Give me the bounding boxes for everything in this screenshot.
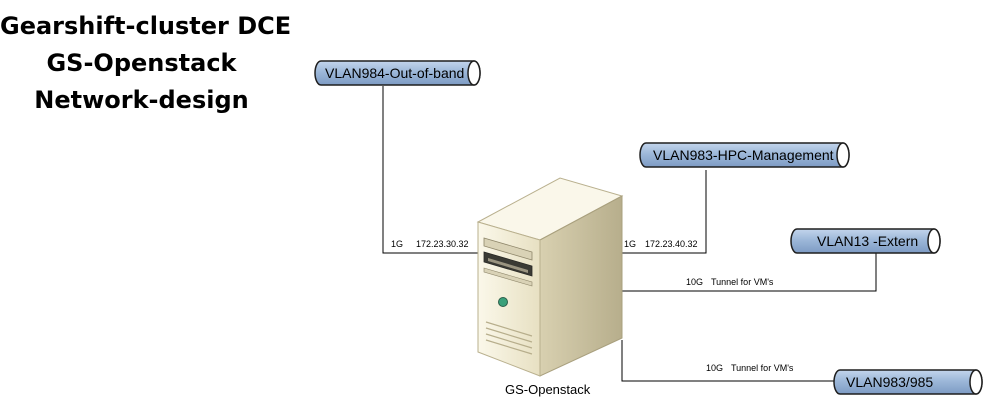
server-label: GS-Openstack — [505, 382, 591, 397]
network-pipe-hpc: VLAN983-HPC-Management — [639, 142, 850, 168]
connector-hpc — [622, 170, 707, 254]
connectors — [382, 86, 877, 382]
diagram-title: Gearshift-cluster DCE GS-Openstack Netwo… — [0, 8, 292, 119]
network-label-hpc: VLAN983-HPC-Management — [653, 147, 834, 163]
link-label-ext: 10G — [686, 277, 703, 287]
link-label-hpc: 1G — [624, 239, 636, 249]
link-label-v985: 10G — [706, 363, 723, 373]
title-line-3: Network-design — [34, 86, 249, 114]
power-led-icon — [498, 297, 508, 307]
link-label-oob: 1G — [391, 239, 403, 249]
connector-ext — [622, 253, 877, 292]
connector-v985 — [621, 340, 835, 382]
network-label-ext: VLAN13 -Extern — [817, 233, 918, 249]
network-label-v985: VLAN983/985 — [846, 374, 933, 390]
title-line-2: GS-Openstack — [46, 49, 237, 77]
connector-oob — [382, 86, 478, 254]
network-label-oob: VLAN984-Out-of-band — [325, 65, 464, 81]
link-detail-hpc: 172.23.40.32 — [645, 239, 698, 249]
network-pipe-ext: VLAN13 -Extern — [790, 228, 941, 254]
link-detail-ext: Tunnel for VM's — [711, 277, 774, 287]
server-icon — [476, 177, 624, 377]
title-line-1: Gearshift-cluster DCE — [0, 12, 292, 40]
network-pipe-oob: VLAN984-Out-of-band — [314, 60, 481, 86]
link-detail-v985: Tunnel for VM's — [731, 363, 794, 373]
link-detail-oob: 172.23.30.32 — [416, 239, 469, 249]
network-pipe-v985: VLAN983/985 — [833, 369, 983, 395]
